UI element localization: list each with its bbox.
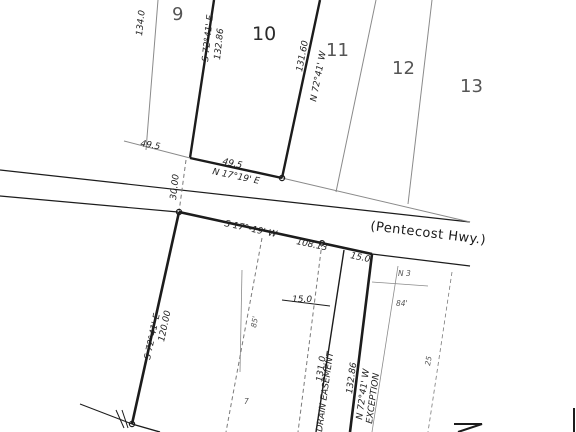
easement-line (297, 242, 323, 432)
dim-bearing-bottom-top: N 17°19' E (211, 167, 260, 187)
lot-line-10-11 (280, 0, 322, 179)
dim-bearing-left-top: S 72°41' E (201, 14, 216, 62)
corner-marker-10-se (278, 174, 286, 182)
lot-number-11: 11 (326, 40, 349, 61)
lot-line-10-south (189, 156, 283, 180)
lot-line-11-12 (335, 0, 377, 193)
lot-line-9-south (123, 140, 191, 159)
lot-number-12: 12 (392, 58, 415, 79)
hatch-mark-2 (121, 409, 129, 429)
faint-label-7: 7 (244, 397, 249, 406)
dim-len-short: 15.0 (349, 251, 371, 265)
parcel-north-line (178, 210, 373, 256)
faint-line-c (371, 265, 399, 432)
road-south-edge-east (371, 253, 471, 267)
lot-line-12-13 (407, 0, 433, 205)
faint-label-n3: N 3 (398, 269, 411, 278)
faint-label-84: 84' (396, 299, 408, 308)
faint-label-25: 25 (423, 355, 434, 366)
parcel-east-inner-line (315, 249, 345, 432)
partial-letter-mark (454, 423, 483, 432)
dim-bearing-right-top: N 72°41' W (309, 49, 329, 102)
lot-line-9-left (145, 0, 159, 151)
row-width-line (178, 159, 187, 213)
dim-len-left-top: 132.86 (213, 28, 226, 61)
dim-easement-len: 131.0 (315, 355, 329, 382)
faint-label-85: 85' (249, 315, 260, 328)
road-name-label: (Pentecost Hwy.) (370, 219, 487, 248)
dim-495-inner: 49.5 (221, 157, 243, 171)
dim-len-road: 108.13 (295, 237, 328, 253)
parcel-south-line (131, 423, 161, 432)
faint-line-b (239, 269, 243, 373)
dim-495-outer: 49.5 (139, 139, 161, 152)
dim-len-right-bottom: 132.86 (345, 362, 359, 395)
road-north-edge (0, 169, 471, 223)
corner-marker-se (128, 420, 136, 428)
lot-line-9-10 (188, 0, 216, 159)
parcel-west-line (130, 211, 181, 425)
faint-line-a (225, 237, 263, 432)
road-south-edge (0, 195, 179, 213)
faint-line-d (427, 271, 453, 432)
faint-line-e (371, 281, 429, 287)
easement-arrow (281, 299, 331, 307)
parcel-south-extension (79, 403, 133, 425)
dim-row-width: 30.00 (169, 173, 182, 200)
lot-line-11-south (281, 177, 471, 223)
lot-number-13: 13 (460, 76, 483, 97)
dim-easement-width: 15.0 (292, 295, 312, 305)
corner-marker-nw (175, 208, 183, 216)
dim-bearing-road: S 17°-19' W (223, 219, 278, 240)
lot-number-9: 9 (172, 4, 183, 25)
dim-134: 134.0 (135, 9, 148, 36)
parcel-east-line (348, 253, 374, 432)
lot-number-10: 10 (252, 23, 276, 45)
